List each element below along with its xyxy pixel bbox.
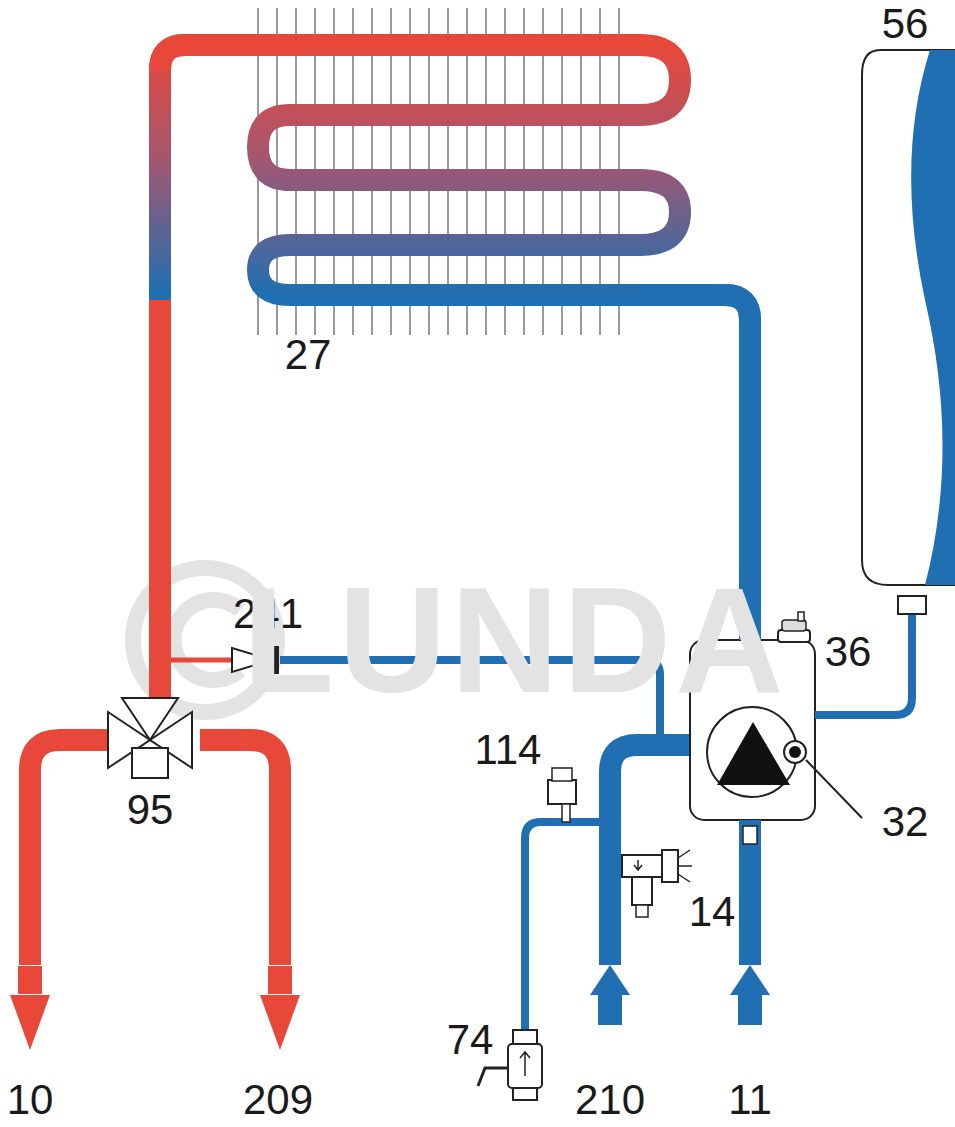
callout-number: 11	[728, 1079, 772, 1121]
callout-number: 210	[575, 1079, 645, 1121]
callout-number: 27	[285, 334, 332, 376]
callout-number: 32	[882, 801, 929, 843]
callout-number: 10	[7, 1079, 54, 1121]
callout-number: 36	[825, 631, 872, 673]
watermark: LUNDA	[243, 565, 788, 715]
callout-number: 114	[475, 729, 542, 771]
callout-number: 14	[689, 891, 736, 933]
callout-number: 74	[447, 1019, 494, 1061]
callout-number: 209	[243, 1079, 313, 1121]
callout-number: 56	[882, 3, 929, 45]
callout-number: 95	[127, 789, 174, 831]
